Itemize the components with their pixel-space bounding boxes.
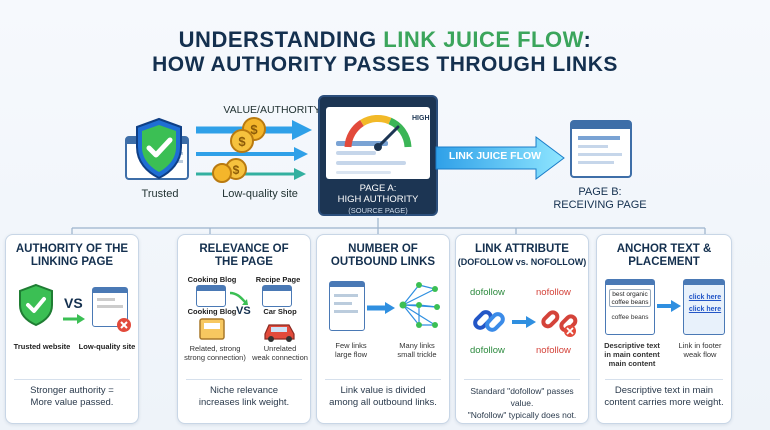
link-juice-arrow xyxy=(435,136,565,180)
title-line-1: UNDERSTANDING LINK JUICE FLOW: xyxy=(178,27,592,52)
svg-text:$: $ xyxy=(233,163,240,177)
arrow-right-icon xyxy=(512,316,536,328)
nofollow-bottom-label: nofollow xyxy=(536,345,571,356)
click-here-link-2: click here xyxy=(688,306,722,313)
anchor-note-2: coffee beans xyxy=(611,314,649,321)
tag-recipe-page: Recipe Page xyxy=(255,275,301,284)
svg-text:$: $ xyxy=(250,122,258,137)
few-links-window xyxy=(329,281,365,331)
arrow-right-icon xyxy=(367,302,395,314)
arrow-right-icon xyxy=(657,300,681,312)
broken-link-icon xyxy=(541,310,578,337)
vs-label: VS xyxy=(64,295,83,311)
svg-text:$: $ xyxy=(238,134,246,149)
title-line-2: HOW AUTHORITY PASSES THROUGH LINKS xyxy=(152,53,618,76)
cookbook-icon xyxy=(199,318,225,340)
shield-check-icon xyxy=(19,283,53,327)
tag-car-shop: Car Shop xyxy=(263,307,297,316)
main-content-window xyxy=(605,279,655,335)
card-anchor-title: ANCHOR TEXT &PLACEMENT xyxy=(616,243,712,268)
low-quality-caption: Low-quality site xyxy=(78,342,136,351)
shield-check-icon xyxy=(136,117,182,180)
connector-lines xyxy=(71,218,706,236)
page-b-label: PAGE B: RECEIVING PAGE xyxy=(545,186,655,212)
close-icon xyxy=(117,318,131,332)
link-juice-flow-diagram: Trusted $ $ $ VALUE/AUTHORITY Low-qualit… xyxy=(71,95,706,236)
footer-link-window xyxy=(683,279,725,335)
car-icon xyxy=(264,324,295,342)
page-b-label-1: PAGE B: xyxy=(578,186,622,198)
arrow-right-icon xyxy=(63,314,85,324)
card-attribute-title: LINK ATTRIBUTE(DOFOLLOW vs. NOFOLLOW) xyxy=(457,243,587,267)
gauge-high-label: HIGH xyxy=(412,115,430,122)
coins-icon: $ $ $ xyxy=(212,117,266,183)
page-b-window xyxy=(570,120,632,178)
page-a-label-3: (SOURCE PAGE) xyxy=(348,206,408,215)
authority-gauge-icon xyxy=(344,114,412,151)
vs-label: VS xyxy=(236,305,251,317)
page-a-label-1: PAGE A: xyxy=(359,183,397,194)
card-attribute: LINK ATTRIBUTE(DOFOLLOW vs. NOFOLLOW) do… xyxy=(455,234,589,424)
tag-cooking-blog-1: Cooking Blog xyxy=(187,275,237,284)
dofollow-bottom-label: dofollow xyxy=(470,345,505,356)
card-attribute-desc: Standard "dofollow" passes value."Nofoll… xyxy=(467,386,577,420)
low-quality-label: Low-quality site xyxy=(222,188,298,200)
tag-cooking-blog-2: Cooking Blog xyxy=(187,307,237,316)
dofollow-label: dofollow xyxy=(470,287,505,298)
connection-arrow-icon xyxy=(229,291,248,305)
link-juice-flow-label: LINK JUICE FLOW xyxy=(448,150,542,162)
value-authority-label: VALUE/AUTHORITY xyxy=(223,104,321,116)
card-authority-desc: Stronger authority =More value passed. xyxy=(30,385,114,408)
trusted-label: Trusted xyxy=(141,188,179,200)
page-a-label-2: HIGH AUTHORITY xyxy=(337,194,419,205)
page-a-source: HIGH PAGE A: HIGH AUTHORITY (SOURCE PAGE… xyxy=(318,95,438,216)
cooking-blog-window xyxy=(196,285,226,307)
chain-link-icon xyxy=(473,310,505,332)
recipe-page-window xyxy=(262,285,292,307)
nofollow-label: nofollow xyxy=(536,287,571,298)
click-here-link-1: click here xyxy=(688,294,722,301)
page-b-label-2: RECEIVING PAGE xyxy=(553,199,647,211)
trusted-website-caption: Trusted website xyxy=(13,342,71,351)
link-network-icon xyxy=(399,282,440,328)
